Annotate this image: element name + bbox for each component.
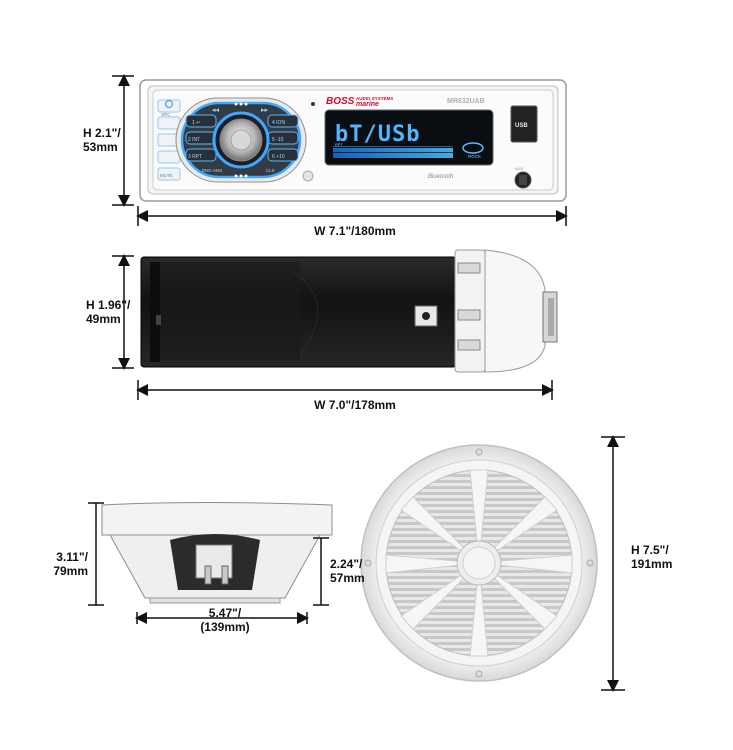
speaker-side-height-mm: 79mm [53, 564, 88, 578]
headunit-control-pad: ◂◂ ▸▸ [175, 97, 307, 183]
headunit-height-inches: H 2.1"/ [83, 126, 121, 140]
headunit-height-label: H 2.1"/ 53mm [83, 126, 121, 154]
display-main-text: bT/USb [335, 122, 420, 147]
display-rock-label: ROCK [468, 154, 481, 159]
headunit-left-buttons [157, 99, 181, 181]
aux-label: AUX [515, 166, 524, 171]
speaker-width-inches: 5.47"/ [208, 606, 242, 620]
svg-text:◂◂: ◂◂ [212, 107, 220, 114]
side-width-label: W 7.0"/178mm [314, 398, 396, 412]
usb-label: USB [515, 123, 528, 129]
speaker-side-height-label: 3.11"/ 79mm [44, 550, 88, 578]
model-number: MR632UAB [447, 98, 485, 105]
speaker-front-height-mm: 191mm [631, 557, 673, 571]
speaker-width-label: 5.47"/ (139mm) [180, 606, 270, 634]
side-dimensions [112, 254, 554, 400]
btn-src-label: SRC [161, 112, 171, 117]
headunit-display [324, 109, 494, 166]
btn-clk-label: CLK [266, 168, 275, 173]
side-height-inches: H 1.96"/ [86, 298, 131, 312]
btn-band-label: BND AMS [202, 168, 222, 173]
speaker-side-height-inches: 3.11"/ [56, 550, 88, 564]
brand-sub: marine [356, 101, 379, 108]
side-height-mm: 49mm [86, 312, 121, 326]
btn-1-label: 1 ↵ [192, 120, 200, 126]
speaker-depth-label: 2.24"/ 57mm [330, 557, 365, 585]
svg-text:▸▸: ▸▸ [261, 107, 269, 114]
display-rpt-label: RPT [335, 142, 344, 147]
brand-tagline: AUDIO SYSTEMS [356, 96, 393, 101]
btn-2-label: 2 INT [188, 137, 200, 143]
bluetooth-label: Bluetooth [428, 174, 454, 180]
btn-5-label: 5 -10 [272, 137, 284, 143]
speaker-depth-inches: 2.24"/ [330, 557, 363, 571]
brand-logo: BOSS [326, 96, 355, 107]
btn-6-label: 6 +10 [272, 154, 285, 160]
headunit-dimensions [112, 74, 568, 226]
speaker-front-height-label: H 7.5"/ 191mm [631, 543, 672, 571]
btn-4-label: 4 ION [272, 120, 285, 126]
btn-mute-label: MUTE [160, 173, 173, 178]
speaker-front-dimensions [601, 435, 625, 692]
speaker-width-mm: (139mm) [200, 620, 250, 634]
speaker-front-view [360, 444, 598, 682]
headunit-side-view [140, 249, 558, 373]
btn-3-label: 3 RPT [188, 154, 202, 160]
headunit-width-label: W 7.1"/180mm [314, 224, 396, 238]
usb-port-area [510, 105, 538, 189]
headunit-height-mm: 53mm [83, 140, 118, 154]
speaker-side-dimensions [88, 502, 329, 624]
speaker-front-height-inches: H 7.5"/ [631, 543, 669, 557]
headunit-front: ◂◂ ▸▸ [139, 79, 567, 202]
side-height-label: H 1.96"/ 49mm [86, 298, 130, 326]
speaker-depth-mm: 57mm [330, 571, 365, 585]
speaker-side-view [101, 502, 333, 604]
